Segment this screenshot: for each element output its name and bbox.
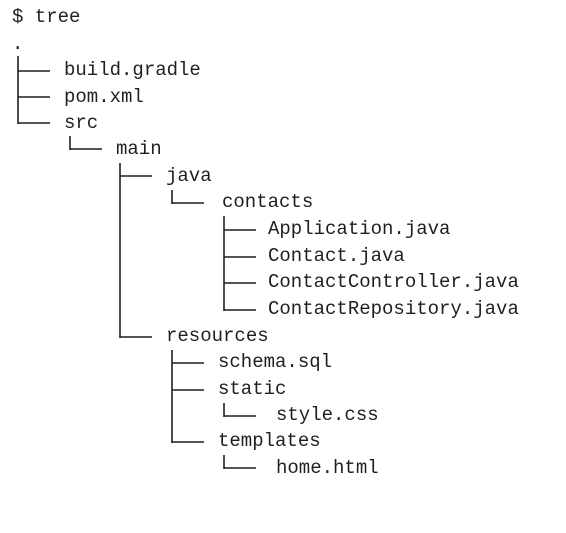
tree-entry-contacts: contacts (0, 189, 566, 215)
file-contact-java: Contact.java (268, 245, 405, 267)
tree-entry-pom-xml: pom.xml (0, 84, 566, 110)
dir-src: src (64, 112, 99, 134)
file-contact-repository-java: ContactRepository.java (268, 298, 519, 320)
prompt-line: $ tree (0, 4, 566, 30)
dir-resources: resources (166, 325, 269, 347)
dir-contacts: contacts (222, 191, 314, 213)
tree-entry-templates: templates (0, 428, 566, 454)
file-contact-controller-java: ContactController.java (268, 271, 519, 293)
file-pom-xml: pom.xml (64, 86, 144, 108)
file-build-gradle: build.gradle (64, 59, 201, 81)
command-prompt: $ tree (12, 6, 81, 28)
dir-main: main (116, 138, 162, 160)
tree-entry-java: java (0, 163, 566, 189)
tree-root: . (12, 33, 24, 55)
terminal-output: $ tree . build.gradle pom.xml src main j… (0, 4, 566, 481)
tree-entry-schema-sql: schema.sql (0, 349, 566, 375)
tree-entry-contact-repository-java: ContactRepository.java (0, 296, 566, 322)
tree-entry-contact-controller-java: ContactController.java (0, 269, 566, 295)
tree-entry-main: main (0, 136, 566, 162)
file-style-css: style.css (276, 404, 379, 426)
tree-entry-application-java: Application.java (0, 216, 566, 242)
dir-templates: templates (218, 430, 321, 452)
tree-root-line: . (0, 31, 566, 57)
tree-entry-src: src (0, 110, 566, 136)
dir-static: static (218, 378, 287, 400)
tree-entry-build-gradle: build.gradle (0, 57, 566, 83)
tree-connectors (17, 56, 256, 469)
file-application-java: Application.java (268, 218, 451, 240)
file-schema-sql: schema.sql (218, 351, 333, 373)
tree-entry-static: static (0, 376, 566, 402)
file-home-html: home.html (276, 457, 379, 479)
dir-java: java (166, 165, 212, 187)
tree-entry-contact-java: Contact.java (0, 243, 566, 269)
tree-entry-style-css: style.css (0, 402, 566, 428)
tree-entry-home-html: home.html (0, 455, 566, 481)
tree-entry-resources: resources (0, 323, 566, 349)
